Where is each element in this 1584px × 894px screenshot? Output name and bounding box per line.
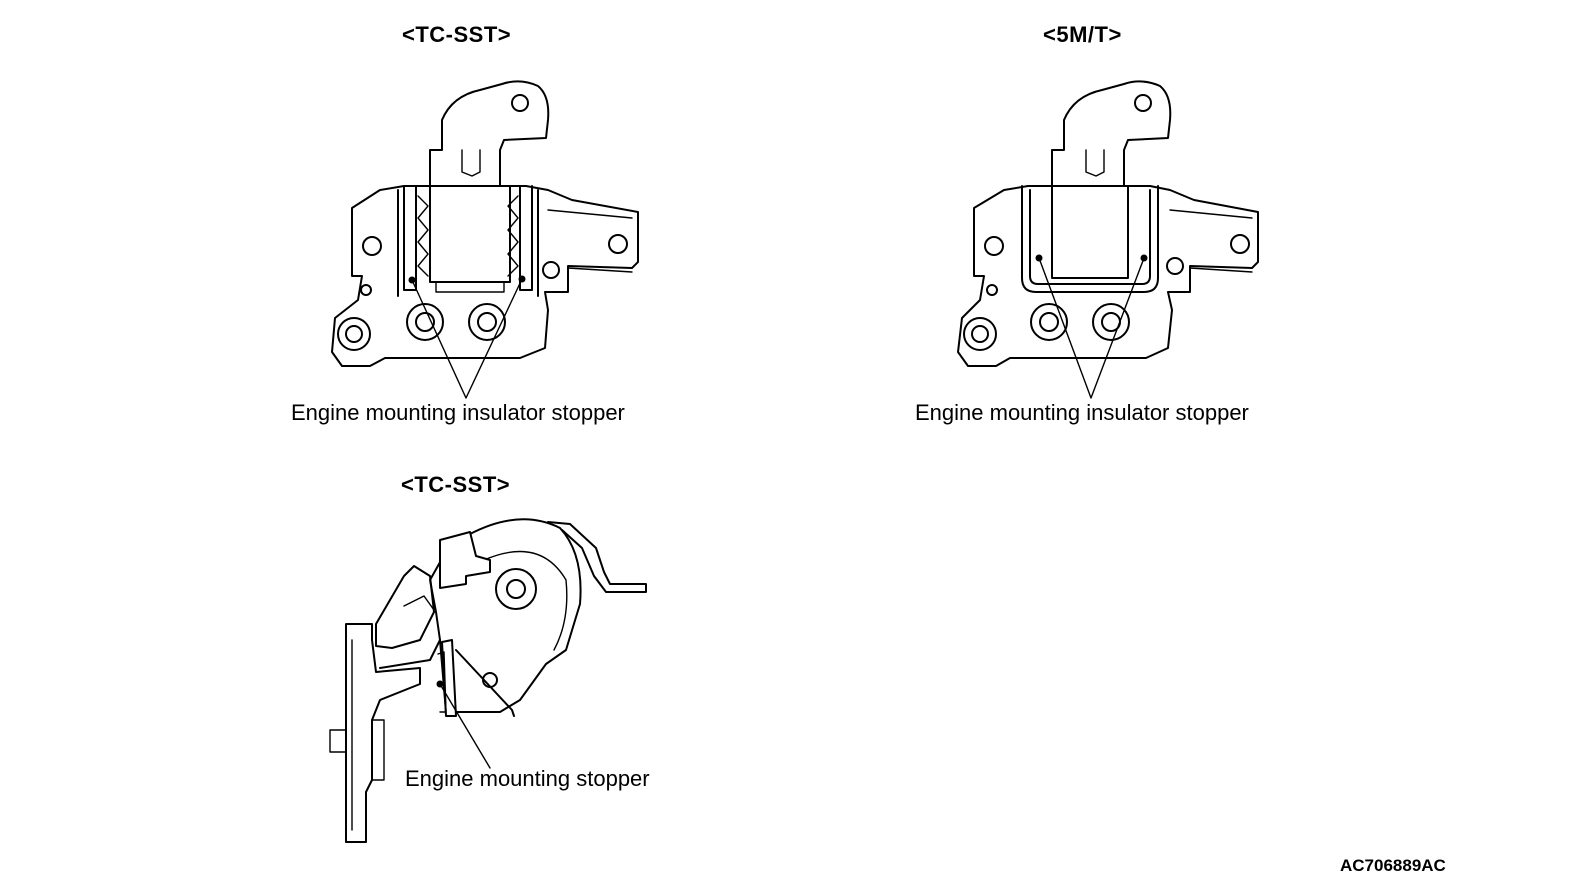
panel-3-caption: Engine mounting stopper xyxy=(405,766,650,791)
panel-1-heading: <TC-SST> xyxy=(402,22,512,47)
tc-sst-front-mount-drawing xyxy=(331,80,639,399)
panel-2-heading: <5M/T> xyxy=(1043,22,1122,47)
5mt-front-mount-drawing xyxy=(957,80,1259,399)
panel-3-heading: <TC-SST> xyxy=(401,472,511,497)
panel-2-caption: Engine mounting insulator stopper xyxy=(915,400,1249,425)
figure-code: AC706889AC xyxy=(1340,856,1446,875)
tc-sst-side-mount-drawing xyxy=(329,518,647,843)
panel-1-caption: Engine mounting insulator stopper xyxy=(291,400,625,425)
